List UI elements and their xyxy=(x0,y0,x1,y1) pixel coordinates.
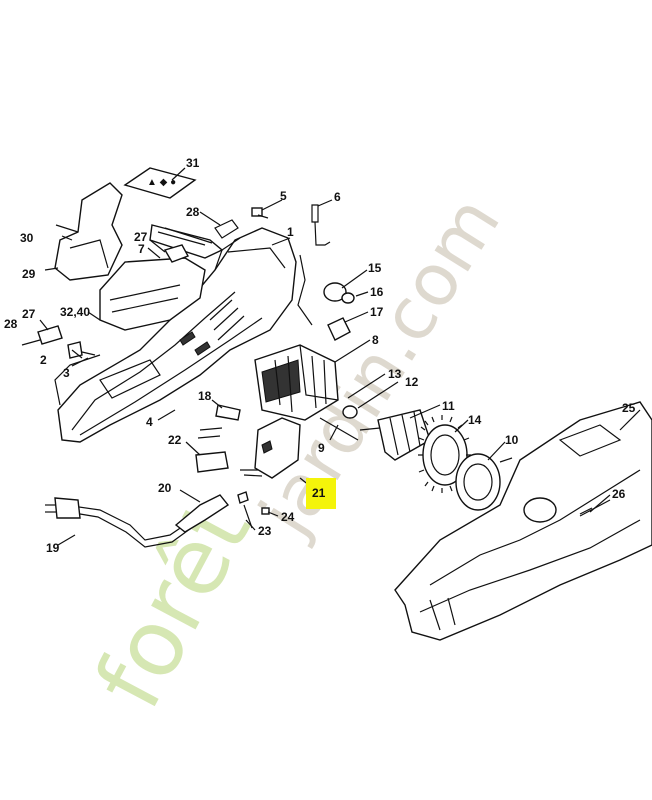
leader-lines xyxy=(39,167,641,546)
watermark-foret: forêt xyxy=(75,483,271,725)
label-5: 5 xyxy=(280,189,287,203)
small-parts-left xyxy=(21,325,96,359)
label-13: 13 xyxy=(388,367,402,381)
label-7: 7 xyxy=(138,242,145,256)
small-parts-top xyxy=(163,204,331,326)
label-28-left: 28 xyxy=(4,317,18,331)
label-3: 3 xyxy=(63,366,70,380)
label-19: 19 xyxy=(46,541,60,555)
label-4: 4 xyxy=(146,415,153,429)
label-6: 6 xyxy=(334,190,341,204)
label-31: 31 xyxy=(186,156,200,170)
part-31-plate: ▲ ◆ ● xyxy=(123,167,197,199)
label-27-left: 27 xyxy=(22,307,36,321)
label-26: 26 xyxy=(612,487,626,501)
gear-housing xyxy=(394,401,652,641)
label-20: 20 xyxy=(158,481,172,495)
label-22: 22 xyxy=(168,433,182,447)
power-cord xyxy=(45,494,230,548)
svg-text:▲ ◆ ●: ▲ ◆ ● xyxy=(147,177,176,188)
label-28-top: 28 xyxy=(186,205,200,219)
label-21: 21 xyxy=(312,486,326,500)
label-2: 2 xyxy=(40,353,47,367)
small-parts-bottom xyxy=(237,491,593,529)
part-labels: 31 5 6 28 1 30 27 7 29 15 16 27 32,40 17… xyxy=(4,156,636,555)
label-17: 17 xyxy=(370,305,384,319)
stator xyxy=(254,344,359,441)
label-12: 12 xyxy=(405,375,419,389)
label-16: 16 xyxy=(370,285,384,299)
label-27-top: 27 xyxy=(134,230,148,244)
label-1: 1 xyxy=(287,225,294,239)
label-8: 8 xyxy=(372,333,379,347)
label-30: 30 xyxy=(20,231,34,245)
label-14: 14 xyxy=(468,413,482,427)
main-housing xyxy=(54,224,297,443)
part-29-insert xyxy=(54,182,123,281)
label-32-40: 32,40 xyxy=(60,305,90,319)
cable-parts xyxy=(195,404,241,473)
label-29: 29 xyxy=(22,267,36,281)
label-10: 10 xyxy=(505,433,519,447)
highlight-box xyxy=(306,478,336,509)
label-23: 23 xyxy=(258,524,272,538)
bearing-ring xyxy=(455,453,513,511)
label-11: 11 xyxy=(442,399,455,413)
label-25: 25 xyxy=(622,401,636,415)
gear xyxy=(418,415,471,493)
label-18: 18 xyxy=(198,389,212,403)
brush-parts xyxy=(323,282,355,341)
label-15: 15 xyxy=(368,261,382,275)
label-24: 24 xyxy=(281,510,295,524)
switch-assembly xyxy=(240,417,301,479)
label-9: 9 xyxy=(318,441,325,455)
